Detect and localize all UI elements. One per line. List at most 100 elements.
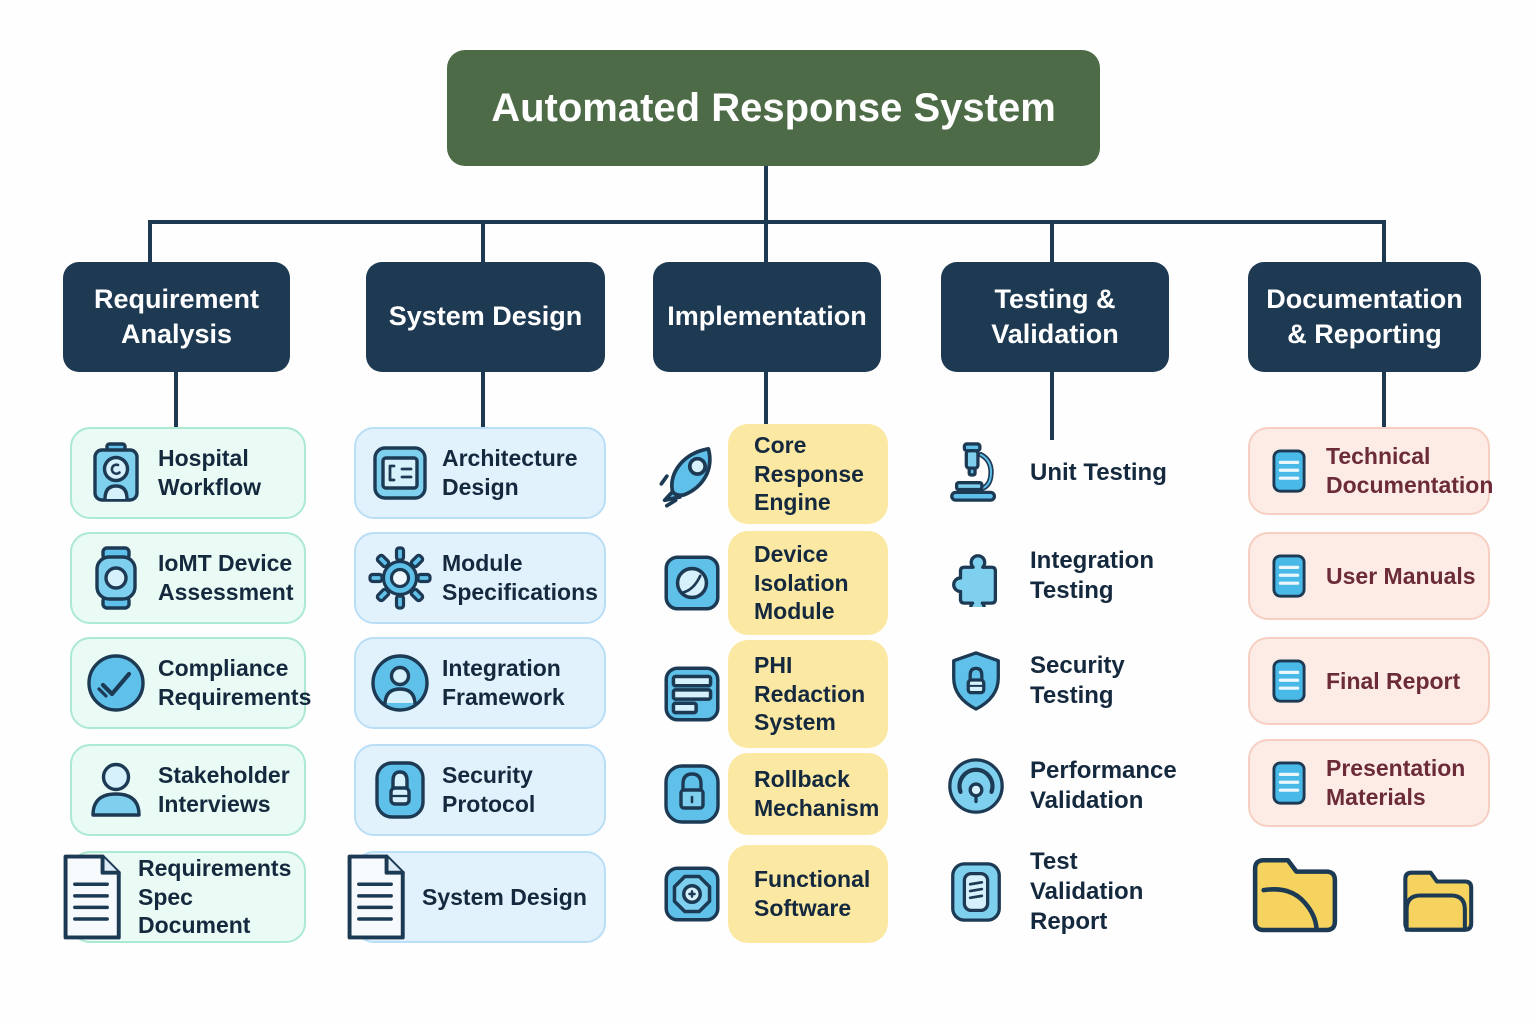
- padlock-icon: [656, 762, 728, 826]
- branch-label: Requirement Analysis: [93, 283, 260, 349]
- connector-children-3: [764, 372, 768, 425]
- root-node: Automated Response System: [447, 50, 1100, 166]
- branch-requirement-analysis: Requirement Analysis: [63, 262, 290, 372]
- blue-doc-icon: [1266, 658, 1312, 704]
- connector-children-2: [481, 372, 485, 428]
- microscope-icon: [944, 442, 1008, 504]
- node-requirements-spec-document: Requirements Spec Document: [63, 851, 306, 943]
- node-label: Device Isolation Module: [754, 540, 849, 625]
- layout-icon: [368, 441, 432, 505]
- rocket-icon: [656, 439, 728, 509]
- node-compliance-requirements: Compliance Requirements: [70, 637, 311, 729]
- node-architecture-design: Architecture Design: [354, 427, 606, 519]
- document-icon: [54, 851, 128, 943]
- branch-label: System Design: [388, 301, 583, 332]
- connector-children-4: [1050, 372, 1054, 440]
- node-system-design: System Design: [347, 851, 606, 943]
- document-icon: [338, 851, 412, 943]
- node-label: Security Protocol: [442, 762, 536, 817]
- connector-children-1: [174, 372, 178, 428]
- node-test-validation-report: Test Validation Report: [944, 848, 1194, 935]
- branch-label: Implementation: [667, 301, 867, 332]
- open-folder-icon: [1248, 850, 1342, 936]
- lock-icon: [368, 758, 432, 822]
- node-label: Hospital Workflow: [158, 445, 262, 500]
- node-label: Rollback Mechanism: [754, 766, 880, 821]
- branch-testing-validation: Testing & Validation: [941, 262, 1169, 372]
- node-label: User Manuals: [1326, 562, 1476, 589]
- branch-implementation: Implementation: [653, 262, 881, 372]
- closed-folder-icon: [1394, 860, 1480, 936]
- node-label: IoMT Device Assessment: [158, 550, 294, 605]
- branch-system-design: System Design: [366, 262, 605, 372]
- user-circle-icon: [368, 651, 432, 715]
- node-label: System Design: [422, 883, 587, 910]
- node-label: Integration Framework: [442, 655, 565, 710]
- node-bubble: Device Isolation Module: [728, 531, 888, 635]
- connector-branch-2: [481, 222, 485, 262]
- node-label: PHI Redaction System: [754, 651, 866, 736]
- branch-label: Documentation & Reporting: [1266, 283, 1463, 349]
- puzzle-icon: [944, 545, 1008, 607]
- node-label: Test Validation Report: [1030, 847, 1144, 936]
- node-integration-framework: Integration Framework: [354, 637, 606, 729]
- redaction-list-icon: [656, 661, 728, 727]
- connector-branch-5: [1382, 222, 1386, 262]
- node-label: Module Specifications: [442, 550, 598, 605]
- node-label: Technical Documentation: [1326, 443, 1494, 498]
- node-label: Performance Validation: [1030, 756, 1177, 814]
- node-label: Integration Testing: [1030, 546, 1154, 604]
- node-bubble: Core Response Engine: [728, 424, 888, 524]
- branch-documentation-reporting: Documentation & Reporting: [1248, 262, 1481, 372]
- node-unit-testing: Unit Testing: [944, 434, 1194, 512]
- node-label: Requirements Spec Document: [138, 854, 292, 939]
- node-bubble: Rollback Mechanism: [728, 753, 888, 835]
- shield-lock-icon: [944, 650, 1008, 712]
- node-label: Stakeholder Interviews: [158, 762, 290, 817]
- blue-doc-icon: [1266, 760, 1312, 806]
- node-label: Architecture Design: [442, 445, 578, 500]
- node-technical-documentation: Technical Documentation: [1248, 427, 1494, 515]
- blue-doc-icon: [1266, 448, 1312, 494]
- node-module-specifications: Module Specifications: [354, 532, 606, 624]
- node-presentation-materials: Presentation Materials: [1248, 739, 1490, 827]
- nut-gear-icon: [656, 861, 728, 927]
- node-stakeholder-interviews: Stakeholder Interviews: [70, 744, 306, 836]
- gear-icon: [368, 546, 432, 610]
- node-device-isolation-module: Device Isolation Module: [656, 531, 888, 635]
- node-core-response-engine: Core Response Engine: [656, 424, 888, 524]
- connector-branch-1: [148, 222, 152, 262]
- root-title: Automated Response System: [491, 85, 1056, 130]
- connector-children-5: [1382, 372, 1386, 428]
- node-user-manuals: User Manuals: [1248, 532, 1490, 620]
- person-icon: [84, 758, 148, 822]
- connector-branch-3: [764, 222, 768, 262]
- node-functional-software: Functional Software: [656, 845, 888, 943]
- node-label: Functional Software: [754, 866, 871, 921]
- connector-branch-4: [1050, 222, 1054, 262]
- node-performance-validation: Performance Validation: [944, 746, 1194, 826]
- node-bubble: PHI Redaction System: [728, 640, 888, 748]
- node-label: Compliance Requirements: [158, 655, 312, 710]
- node-security-testing: Security Testing: [944, 640, 1194, 722]
- node-hospital-workflow: Hospital Workflow: [70, 427, 306, 519]
- connector-root: [764, 166, 768, 222]
- node-label: Final Report: [1326, 667, 1461, 694]
- node-label: Unit Testing: [1030, 458, 1167, 486]
- gauge-icon: [944, 755, 1008, 817]
- node-phi-redaction-system: PHI Redaction System: [656, 640, 888, 748]
- isolation-circle-icon: [656, 550, 728, 616]
- node-integration-testing: Integration Testing: [944, 536, 1194, 616]
- id-badge-icon: [84, 441, 148, 505]
- node-security-protocol: Security Protocol: [354, 744, 606, 836]
- check-circle-icon: [84, 651, 148, 715]
- report-icon: [944, 861, 1008, 923]
- smartwatch-icon: [84, 546, 148, 610]
- branch-label: Testing & Validation: [991, 283, 1119, 349]
- blue-doc-icon: [1266, 553, 1312, 599]
- node-label: Security Testing: [1030, 651, 1125, 709]
- node-label: Core Response Engine: [754, 431, 864, 516]
- node-bubble: Functional Software: [728, 845, 888, 943]
- node-rollback-mechanism: Rollback Mechanism: [656, 753, 888, 835]
